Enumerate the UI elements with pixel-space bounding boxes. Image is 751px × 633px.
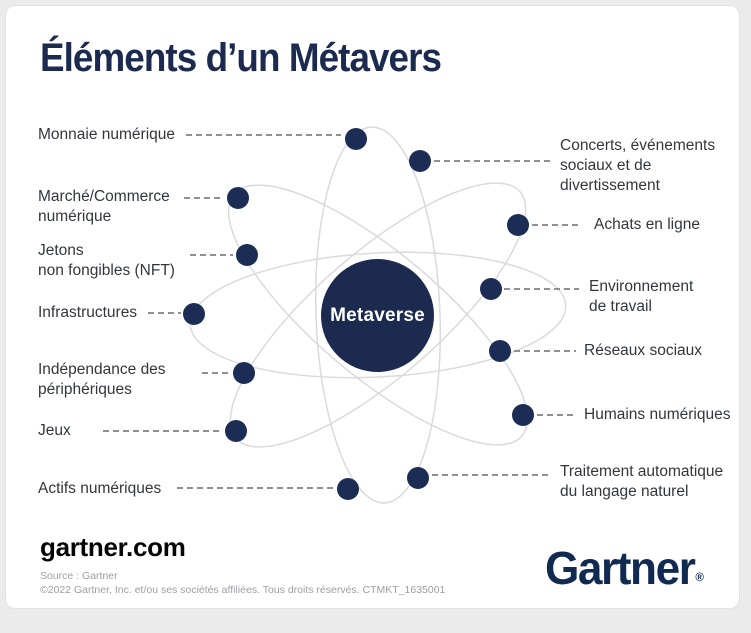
node-label-environnement: Environnement de travail xyxy=(589,278,694,315)
node-dot-independance xyxy=(233,362,255,384)
connector-achats xyxy=(532,224,579,226)
metaverse-center-node: Metaverse xyxy=(321,259,434,372)
page-title: Éléments d’un Métavers xyxy=(40,36,442,80)
node-dot-monnaie xyxy=(345,128,367,150)
node-label-concerts: Concerts, événements sociaux et de diver… xyxy=(560,137,716,194)
node-label-jeux: Jeux xyxy=(38,422,71,439)
node-label-humains: Humains numériques xyxy=(584,406,731,423)
node-label-independance: Indépendance des périphériques xyxy=(38,361,166,398)
node-label-infrastructures: Infrastructures xyxy=(38,304,138,321)
node-dot-achats xyxy=(507,214,529,236)
node-dot-environnement xyxy=(480,278,502,300)
node-dot-jeux xyxy=(225,420,247,442)
gartner-logo: Gartner® xyxy=(545,542,704,594)
connector-environnement xyxy=(504,288,579,290)
connector-concerts xyxy=(434,160,553,162)
connector-jetons xyxy=(190,254,233,256)
copyright-note: ©2022 Gartner, Inc. et/ou ses sociétés a… xyxy=(40,584,446,596)
connector-infrastructures xyxy=(148,312,181,314)
gartner-logo-text: Gartner xyxy=(545,542,696,594)
node-dot-actifs xyxy=(337,478,359,500)
connector-reseaux xyxy=(514,350,576,352)
center-label: Metaverse xyxy=(330,304,425,326)
connector-monnaie xyxy=(186,134,341,136)
node-dot-infrastructures xyxy=(183,303,205,325)
node-dot-marche xyxy=(227,187,249,209)
node-dot-jetons xyxy=(236,244,258,266)
connector-traitement xyxy=(432,474,552,476)
node-dot-traitement xyxy=(407,467,429,489)
connector-humains xyxy=(537,414,577,416)
node-label-monnaie: Monnaie numérique xyxy=(38,126,176,143)
node-label-marche: Marché/Commerce numérique xyxy=(38,188,170,225)
node-label-jetons: Jetons non fongibles (NFT) xyxy=(38,242,175,279)
gartner-url: gartner.com xyxy=(40,532,186,562)
node-dot-reseaux xyxy=(489,340,511,362)
connector-independance xyxy=(202,372,230,374)
node-label-actifs: Actifs numériques xyxy=(38,480,162,497)
node-label-achats: Achats en ligne xyxy=(594,216,700,233)
node-dot-humains xyxy=(512,404,534,426)
orbit-ellipse-horizontal xyxy=(189,251,567,379)
connector-actifs xyxy=(177,487,334,489)
connector-jeux xyxy=(103,430,222,432)
connector-marche xyxy=(184,197,224,199)
node-dot-concerts xyxy=(409,150,431,172)
node-label-reseaux: Réseaux sociaux xyxy=(584,342,703,359)
node-label-traitement: Traitement automatique du langage nature… xyxy=(560,463,724,500)
orbit-ellipse-vertical xyxy=(314,126,442,504)
registered-mark: ® xyxy=(695,570,704,584)
source-note: Source : Gartner xyxy=(40,570,118,582)
